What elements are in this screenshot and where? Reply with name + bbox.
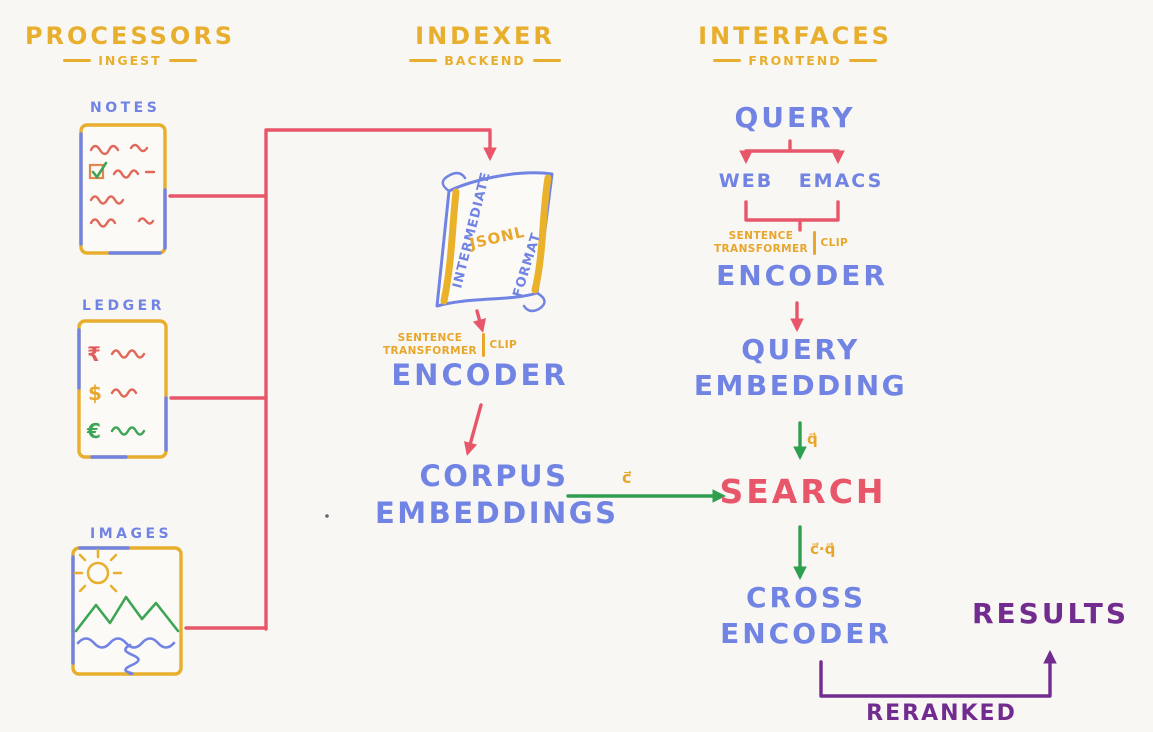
subtitle-line (63, 59, 92, 62)
indexer-model-line2: TRANSFORMER (383, 345, 478, 358)
scroll-curl-top (441, 171, 467, 193)
processors-subtitle-text: INGEST (98, 53, 162, 68)
indexer-model-caption: SENTENCE TRANSFORMER CLIP (383, 332, 517, 358)
jsonl-scroll-icon: INTERMEDIATE JSONL FORMAT (435, 170, 554, 313)
indexer-model-line1: SENTENCE (397, 332, 463, 344)
river-icon (76, 637, 176, 676)
header-interfaces: INTERFACES FRONTEND (685, 22, 905, 68)
checkmark-icon (91, 161, 108, 180)
subtitle-line (409, 59, 438, 62)
indexer-subtitle-text: BACKEND (444, 53, 526, 68)
interfaces-model-line2: TRANSFORMER (714, 243, 809, 256)
corpus-line2: EMBEDDINGS (375, 496, 619, 531)
cross-encoder-node: CROSS ENCODER (700, 580, 912, 652)
interfaces-model-name: SENTENCE TRANSFORMER (714, 230, 808, 256)
ledger-sketch-icon: ₹ $ € (77, 319, 168, 459)
processors-subtitle: INGEST (63, 53, 197, 68)
notes-squiggle-3 (89, 195, 125, 205)
edge-query-to-web (739, 139, 792, 165)
mountains-icon (74, 595, 180, 633)
scroll-band-right (531, 174, 552, 294)
scroll-curl-bottom (522, 291, 546, 313)
images-frame-blue (71, 546, 130, 665)
interfaces-subtitle-text: FRONTEND (748, 53, 842, 68)
indexer-model-name: SENTENCE TRANSFORMER (383, 332, 477, 358)
header-indexer: INDEXER BACKEND (400, 22, 570, 68)
emacs-node: EMACS (798, 170, 884, 192)
header-processors: PROCESSORS INGEST (25, 22, 232, 68)
ledger-frame-blue-right (90, 396, 168, 459)
interfaces-model-alt: CLIP (820, 237, 849, 250)
scroll-band-left (440, 188, 460, 305)
query-embedding-node: QUERY EMBEDDING (688, 332, 913, 404)
ledger-card: ₹ $ € (74, 316, 171, 466)
query-embedding-line2: EMBEDDING (693, 368, 908, 402)
edge-cross-encoder-to-results (819, 649, 1057, 698)
query-embedding-line1: QUERY (741, 333, 860, 366)
interfaces-model-caption: SENTENCE TRANSFORMER CLIP (714, 230, 848, 256)
notes-card (76, 120, 170, 262)
indexer-model-alt: CLIP (489, 339, 518, 352)
images-sketch-icon (71, 546, 183, 676)
dollar-symbol: $ (88, 381, 102, 405)
cross-encoder-line1: CROSS (746, 581, 866, 614)
subtitle-line (168, 59, 197, 62)
interfaces-encoder-node: ENCODER (716, 259, 888, 292)
notes-squiggle-1 (89, 143, 149, 156)
interfaces-subtitle: FRONTEND (713, 53, 877, 68)
cross-encoder-line2: ENCODER (720, 616, 892, 650)
notes-frame-blue-corner (108, 188, 167, 255)
images-card (68, 543, 186, 683)
query-node: QUERY (734, 101, 856, 134)
ledger-squiggle-1 (110, 349, 146, 359)
subtitle-line (532, 59, 561, 62)
results-node: RESULTS (971, 597, 1130, 630)
ledger-label: LEDGER (82, 298, 165, 314)
edge-trunk-to-jsonl (264, 128, 497, 631)
ledger-squiggle-2 (110, 388, 138, 398)
search-node: SEARCH (719, 472, 887, 511)
reranked-label: RERANKED (866, 701, 1017, 726)
corpus-line1: CORPUS (419, 459, 569, 493)
stray-mark (325, 514, 329, 518)
dot-product-label: c⃗·q⃗ (810, 540, 836, 558)
edge-web-emacs-join (744, 200, 840, 222)
query-vector-label: q⃗ (807, 430, 818, 448)
indexer-subtitle: BACKEND (409, 53, 561, 68)
subtitle-line (848, 59, 877, 62)
ledger-squiggle-3 (110, 426, 146, 436)
edge-query-to-emacs (788, 149, 845, 165)
indexer-title: INDEXER (415, 22, 555, 50)
rupee-symbol: ₹ (87, 342, 101, 366)
interfaces-title: INTERFACES (698, 22, 892, 50)
indexer-encoder-node: ENCODER (391, 358, 569, 392)
corpus-vector-label: c⃗ (622, 468, 632, 487)
caption-divider (813, 231, 816, 256)
notes-frame (79, 123, 167, 255)
corpus-embeddings-node: CORPUS EMBEDDINGS (375, 458, 619, 532)
processors-title: PROCESSORS (24, 22, 236, 50)
sun-icon (73, 548, 123, 593)
interfaces-model-line1: SENTENCE (728, 230, 794, 242)
edge-jsonl-to-encoder (472, 309, 487, 333)
caption-divider (482, 333, 485, 358)
images-label: IMAGES (90, 526, 173, 542)
subtitle-line (713, 59, 742, 62)
edge-encoder-to-corpus (463, 403, 483, 456)
web-node: WEB (718, 170, 774, 192)
euro-symbol: € (86, 419, 101, 443)
notes-squiggle-2 (112, 169, 156, 179)
notes-sketch-icon (79, 123, 167, 255)
notes-squiggle-4 (89, 217, 155, 228)
notes-label: NOTES (90, 100, 161, 116)
